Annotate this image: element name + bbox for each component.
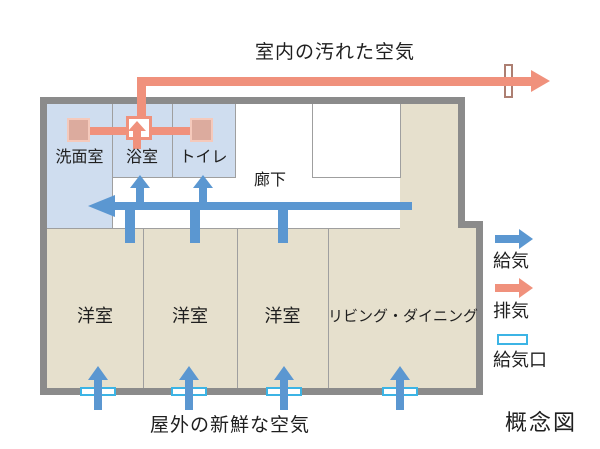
legend-exhaust-label: 排気 bbox=[493, 301, 529, 321]
label-corridor: 廊下 bbox=[253, 172, 286, 189]
partition-toilet-corridor bbox=[235, 104, 236, 177]
legend-supply-arrow-shaft bbox=[495, 235, 519, 243]
wall-step bbox=[458, 221, 483, 228]
outdoor-arrow1-icon bbox=[88, 366, 108, 380]
title-indoor-dirty-air: 室内の汚れた空気 bbox=[254, 42, 415, 63]
corridor-bottom-line bbox=[47, 228, 400, 229]
supply-arrow-toilet-icon bbox=[193, 175, 213, 188]
partition-washroom-bathroom bbox=[112, 104, 113, 228]
bedrooms-area bbox=[47, 228, 476, 388]
outdoor-arrow1-shaft bbox=[94, 378, 102, 410]
exhaust-arrowhead-icon bbox=[531, 70, 550, 92]
label-bedroom1: 洋室 bbox=[77, 306, 113, 326]
label-washroom: 洗面室 bbox=[55, 149, 104, 166]
wall-bottom bbox=[40, 388, 483, 395]
exhaust-duct-outdoor bbox=[137, 77, 532, 86]
legend-supply-arrow-icon bbox=[519, 229, 533, 249]
wall-right-upper bbox=[458, 97, 465, 228]
supply-arrow-bathroom-shaft bbox=[136, 186, 144, 203]
partition-bedroom2-3 bbox=[237, 228, 238, 388]
label-bedroom2: 洋室 bbox=[172, 306, 208, 326]
outdoor-arrow2-shaft bbox=[185, 378, 193, 410]
wall-top bbox=[40, 97, 465, 104]
legend-exhaust-arrow-icon bbox=[519, 278, 533, 298]
exhaust-duct-riser bbox=[137, 78, 146, 118]
supply-branch-bedroom2 bbox=[190, 208, 200, 243]
supply-duct-corridor bbox=[112, 202, 412, 210]
legend-exhaust-arrow-shaft bbox=[495, 284, 519, 292]
exhaust-grille-toilet bbox=[190, 118, 213, 142]
legend-inlet-label: 給気口 bbox=[493, 350, 547, 370]
outdoor-arrow4-icon bbox=[390, 366, 410, 380]
partition-bathroom-toilet bbox=[172, 104, 173, 177]
exhaust-grille-washroom bbox=[67, 118, 90, 142]
wall-left bbox=[40, 97, 47, 395]
wall-right-lower bbox=[476, 221, 483, 395]
label-bedroom3: 洋室 bbox=[264, 306, 301, 326]
supply-branch-bedroom1 bbox=[125, 208, 135, 243]
label-toilet: トイレ bbox=[179, 149, 228, 166]
wet-area-bottom-line bbox=[112, 177, 236, 178]
supply-arrow-bathroom-icon bbox=[130, 175, 150, 188]
diagram-caption: 概念図 bbox=[505, 410, 578, 435]
outdoor-arrow2-icon bbox=[179, 366, 199, 380]
legend-inlet-swatch bbox=[497, 334, 528, 345]
unlabeled-room bbox=[312, 103, 401, 178]
legend-supply-label: 給気 bbox=[493, 251, 529, 271]
exhaust-fan-arrow-icon bbox=[128, 121, 146, 131]
title-outdoor-fresh-air: 屋外の新鮮な空気 bbox=[149, 415, 310, 436]
supply-branch-bedroom3 bbox=[278, 208, 288, 243]
partition-bedroom3-living bbox=[328, 228, 329, 388]
outdoor-arrow4-shaft bbox=[396, 378, 404, 410]
outdoor-arrow3-icon bbox=[274, 366, 294, 380]
supply-arrowhead-washroom-icon bbox=[88, 195, 115, 217]
exhaust-fan-arrow-shaft bbox=[133, 129, 141, 149]
label-living-dining: リビング・ダイニング bbox=[328, 309, 479, 325]
label-bathroom: 浴室 bbox=[125, 149, 158, 166]
partition-bedroom1-2 bbox=[143, 228, 144, 388]
outdoor-arrow3-shaft bbox=[280, 378, 288, 410]
supply-arrow-toilet-shaft bbox=[199, 186, 207, 203]
